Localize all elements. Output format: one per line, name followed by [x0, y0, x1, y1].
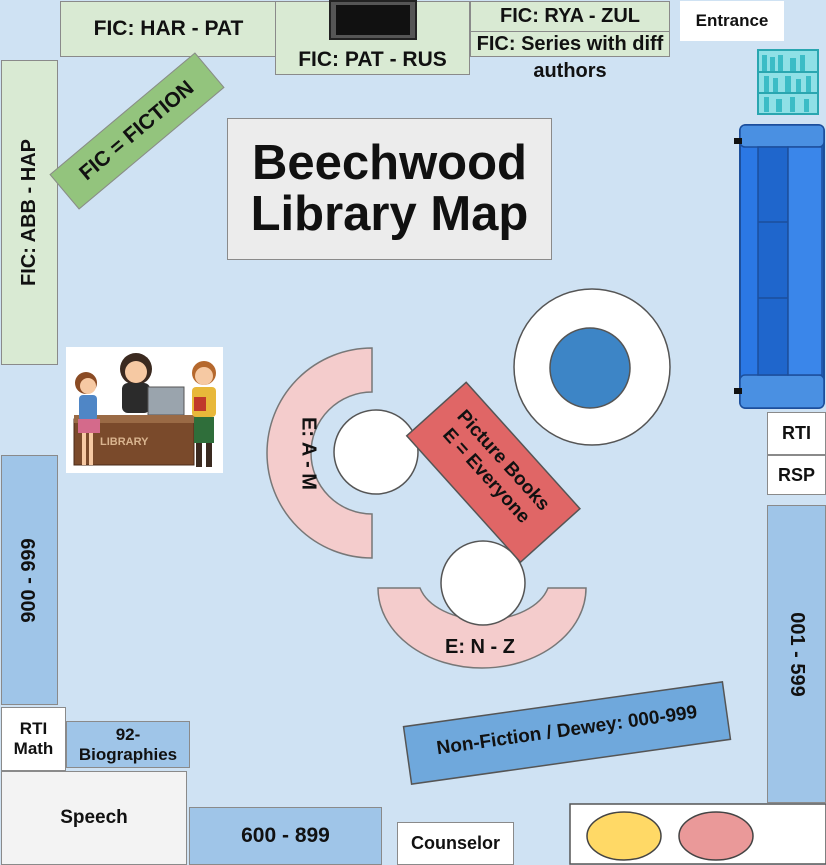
rti-math-line-2: Math [13, 739, 54, 758]
shelf-fic-series: FIC: Series with diff [470, 31, 670, 57]
shelf-biographies: 92- Biographies [66, 721, 190, 768]
shelf-600-899: 600 - 899 [189, 807, 382, 865]
rsp-label: RSP [777, 464, 815, 485]
shelf-fic-rya-zul: FIC: RYA - ZUL [470, 1, 670, 32]
picture-shelf-a-m-label: E: A - M [297, 417, 320, 490]
desk-label: LIBRARY [100, 436, 149, 448]
shelf-fic-rya-zul-label: FIC: RYA - ZUL [500, 5, 640, 27]
shelf-biographies-label: 92- Biographies [78, 724, 178, 764]
shelf-600-899-label: 600 - 899 [241, 824, 330, 847]
nonfiction-label: Non-Fiction / Dewey: 000-999 [435, 701, 699, 760]
seat-bottom [440, 540, 526, 626]
rti-room: RTI [767, 412, 826, 455]
picture-shelf-n-z-label: E: N - Z [445, 636, 515, 658]
oval-area [569, 803, 826, 865]
rti-label: RTI [782, 423, 811, 443]
fiction-tag: FIC = FICTION [49, 52, 225, 210]
librarian-illustration: LIBRARY [66, 347, 223, 473]
shelf-fic-har-pat-label: FIC: HAR - PAT [93, 17, 244, 40]
rti-math-room: RTI Math [1, 707, 66, 771]
couch-icon [734, 124, 825, 409]
shelf-fic-har-pat: FIC: HAR - PAT [60, 1, 277, 57]
speech-label: Speech [60, 807, 128, 828]
counselor-label: Counselor [410, 833, 500, 853]
seat-left [333, 409, 419, 495]
shelf-fic-series-label: FIC: Series with diff [476, 32, 664, 55]
entrance-label: Entrance [695, 11, 769, 30]
shelf-fic-abb-hap: FIC: ABB - HAP [1, 60, 58, 365]
entrance-sign: Entrance [680, 1, 784, 41]
shelf-fic-pat-rus-label: FIC: PAT - RUS [298, 48, 447, 71]
map-title-line-1: Beechwood [252, 135, 527, 190]
shelf-fic-pat-rus: FIC: PAT - RUS [275, 1, 470, 75]
oval-pink [678, 811, 754, 861]
bookshelf-icon [757, 49, 819, 115]
counselor-room: Counselor [397, 822, 514, 865]
shelf-900-999-label: 900 - 999 [18, 537, 41, 623]
shelf-001-599: 001 - 599 [767, 505, 826, 803]
map-title: Beechwood Library Map [227, 118, 552, 260]
map-title-line-2: Library Map [250, 187, 529, 241]
picture-shelf-a-m [266, 347, 373, 559]
picture-books-label: Picture Books E = Everyone [424, 394, 565, 543]
fiction-tag-label: FIC = FICTION [74, 76, 199, 185]
librarian-drawing: LIBRARY [73, 353, 216, 467]
shelf-001-599-label: 001 - 599 [786, 611, 809, 697]
shelf-fic-abb-hap-label: FIC: ABB - HAP [18, 138, 40, 287]
shelf-900-999: 900 - 999 [1, 455, 58, 705]
oval-yellow [586, 811, 662, 861]
speech-room: Speech [1, 771, 187, 865]
rsp-room: RSP [767, 455, 826, 495]
shelf-fic-series-label-2: authors [533, 60, 607, 82]
rti-math-line-1: RTI [19, 718, 48, 738]
round-table [513, 288, 671, 446]
